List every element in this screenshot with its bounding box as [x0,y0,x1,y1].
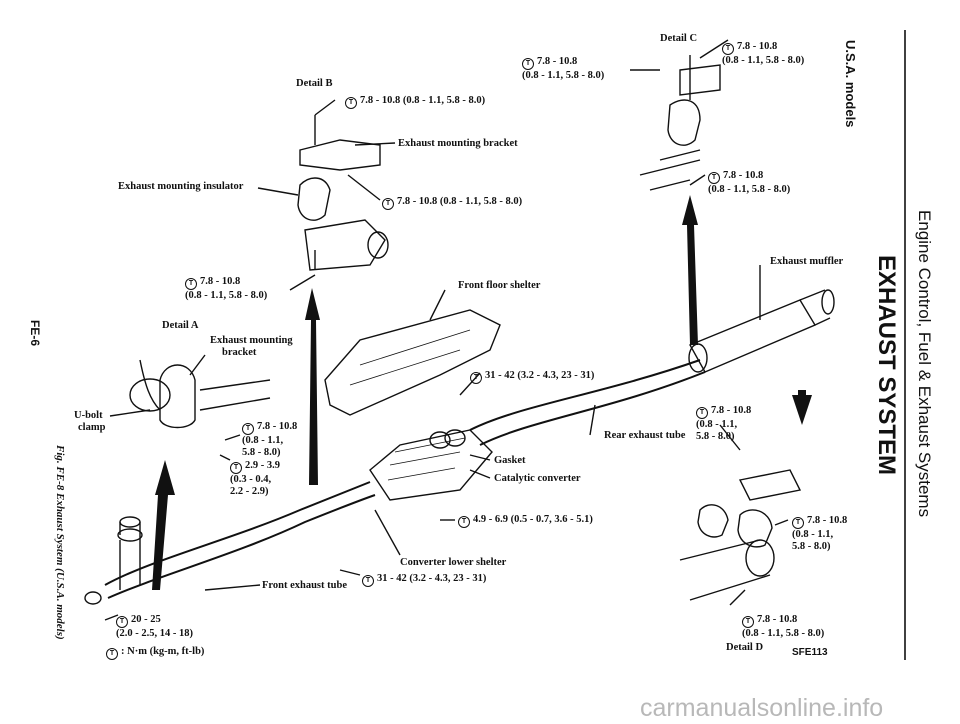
arrow-detail-a [152,460,175,590]
torque-icon: T [362,575,374,587]
torque-icon: T [458,516,470,528]
torque-icon: T [522,58,534,70]
detail-a-label: Detail A [162,320,199,331]
page-title: EXHAUST SYSTEM [873,255,900,476]
page-number: FE-6 [28,320,42,347]
label-front-floor-shelter: Front floor shelter [458,280,541,291]
front-floor-shelter-shape [324,309,501,416]
label-mounting-bracket-a-2: bracket [222,347,257,358]
figure-code: SFE113 [792,647,828,658]
torque-icon: T [708,172,720,184]
front-exhaust-tube [104,481,371,586]
arrow-detail-d [792,390,812,425]
label-ubolt-1: U-bolt [74,410,103,421]
model-label: U.S.A. models [843,40,858,128]
arrow-detail-c [682,195,698,345]
torque-icon: T [106,648,118,660]
detail-d-label: Detail D [726,642,764,653]
torque-icon: T [242,423,254,435]
torque-icon: T [116,616,128,628]
figure-caption: Fig. FE-8 Exhaust System (U.S.A. models) [54,445,66,640]
torque-icon: T [185,278,197,290]
torque-icon: T [345,97,357,109]
watermark: carmanualsonline.info [640,694,884,722]
torque-icon: T [470,372,482,384]
torque-icon: T [722,43,734,55]
label-exhaust-muffler: Exhaust muffler [770,256,844,267]
torque-icon: T [382,198,394,210]
label-catalytic-converter: Catalytic converter [494,473,581,484]
catalytic-converter-shape [369,429,493,501]
label-converter-lower-shelter: Converter lower shelter [400,557,507,568]
label-gasket: Gasket [494,455,526,466]
detail-c-label: Detail C [660,33,698,44]
label-mounting-insulator: Exhaust mounting insulator [118,181,244,192]
torque-icon: T [792,517,804,529]
detail-b-label: Detail B [296,78,333,89]
rear-exhaust-tube [469,359,701,431]
torque-icon: T [742,616,754,628]
arrow-detail-b [305,288,320,485]
exhaust-muffler-shape [689,299,817,373]
section-title: Engine Control, Fuel & Exhaust Systems [915,210,934,518]
label-mounting-bracket-a-1: Exhaust mounting [210,335,293,346]
torque-icon: T [696,407,708,419]
label-front-exhaust-tube: Front exhaust tube [262,580,347,591]
torque-icon: T [230,462,242,474]
label-mounting-bracket-b: Exhaust mounting bracket [398,138,518,149]
legend: T: N·m (kg-m, ft-lb) [106,646,204,660]
label-ubolt-2: clamp [78,422,106,433]
label-rear-exhaust-tube: Rear exhaust tube [604,430,686,441]
